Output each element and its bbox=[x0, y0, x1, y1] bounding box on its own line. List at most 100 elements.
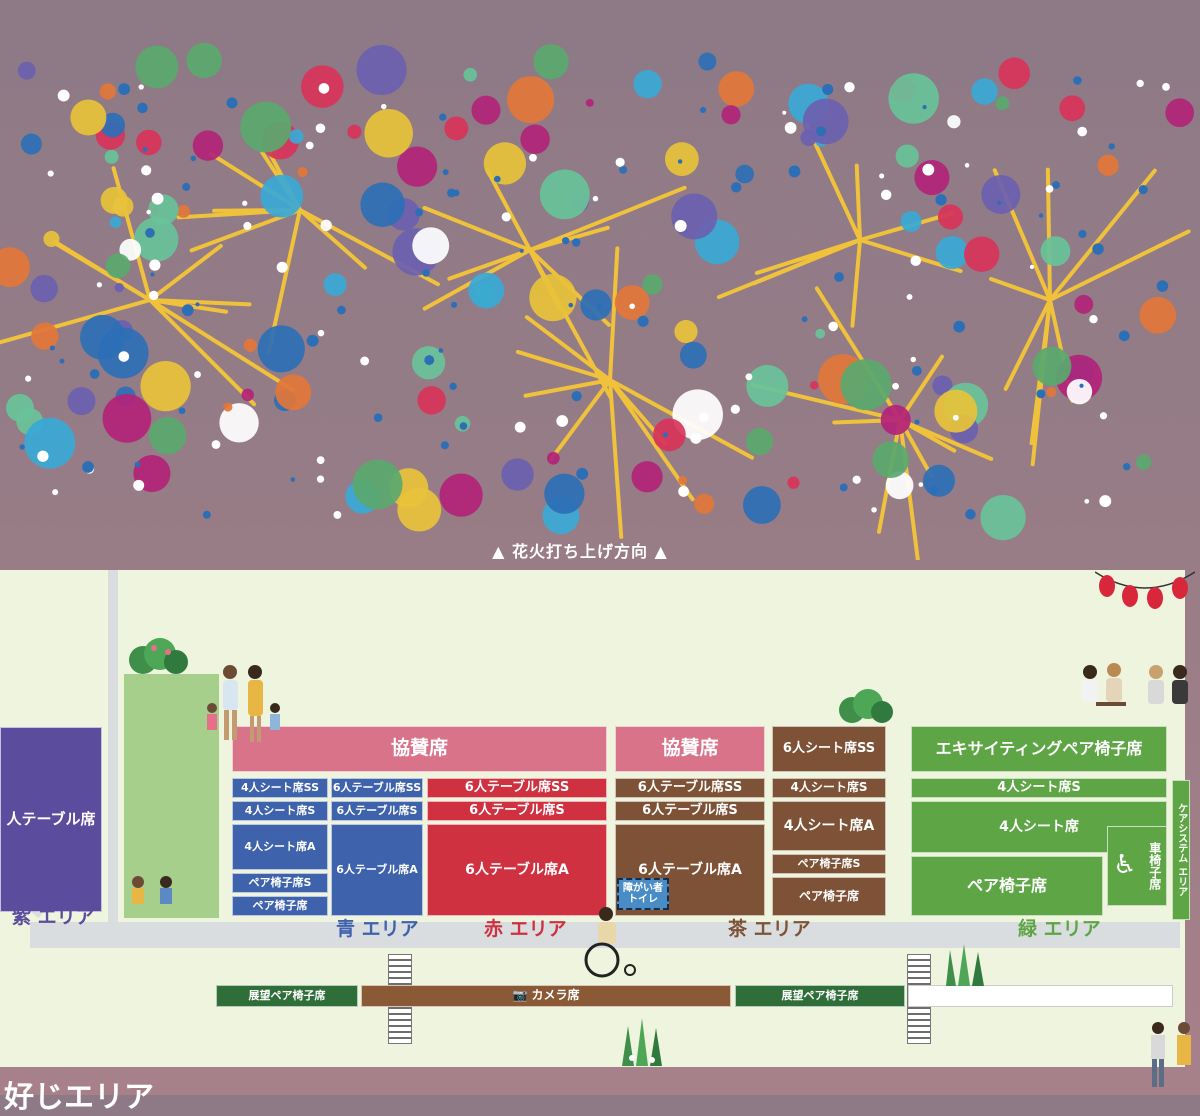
firework-spark bbox=[318, 83, 330, 94]
blue-table-ss[interactable]: 6人テーブル席SS bbox=[331, 778, 423, 798]
view-pair-seats-right[interactable]: 展望ペア椅子席 bbox=[735, 985, 905, 1007]
firework-spark bbox=[1099, 495, 1112, 508]
firework-burst bbox=[745, 427, 774, 456]
firework-spark bbox=[424, 355, 435, 366]
firework-spark bbox=[1099, 412, 1108, 420]
firework-direction-label: ▲ 花火打ち上げ方向 ▲ bbox=[492, 542, 668, 561]
firework-ray bbox=[854, 163, 862, 242]
firework-spark bbox=[922, 163, 935, 176]
firework-spark bbox=[151, 192, 164, 205]
firework-spark bbox=[674, 220, 687, 232]
firework-burst bbox=[900, 210, 922, 232]
firework-burst bbox=[439, 473, 483, 517]
brown-sheet-s[interactable]: 4人シート席S bbox=[772, 778, 886, 798]
firework-spark bbox=[784, 121, 797, 134]
firework-spark bbox=[1079, 383, 1084, 388]
camera-seats[interactable]: 📷 カメラ席 bbox=[361, 985, 731, 1007]
firework-burst bbox=[642, 274, 663, 295]
blue-seat-s[interactable]: 4人シート席S bbox=[232, 801, 328, 821]
firework-burst bbox=[947, 115, 961, 129]
brown-pair-s[interactable]: ペア椅子席S bbox=[772, 854, 886, 874]
firework-spark bbox=[49, 345, 55, 351]
camera-label: カメラ席 bbox=[531, 988, 580, 1003]
firework-spark bbox=[89, 369, 100, 379]
brown-sheet-a[interactable]: 4人シート席A bbox=[772, 801, 886, 851]
firework-burst bbox=[840, 359, 892, 411]
green-sheet-s[interactable]: 4人シート席S bbox=[911, 778, 1167, 798]
firework-spark bbox=[910, 255, 921, 267]
red-table-s[interactable]: 6人テーブル席S bbox=[427, 801, 607, 821]
firework-burst bbox=[698, 52, 717, 71]
purple-table-seats[interactable]: 人テーブル席 bbox=[0, 727, 102, 912]
green-pair[interactable]: ペア椅子席 bbox=[911, 856, 1103, 916]
firework-spark bbox=[194, 371, 201, 378]
sponsor-seats-right[interactable]: 協賛席 bbox=[615, 726, 765, 772]
brown-sheet-ss[interactable]: 6人シート席SS bbox=[772, 726, 886, 772]
firework-spark bbox=[133, 479, 145, 491]
blue-seat-a[interactable]: 4人シート席A bbox=[232, 824, 328, 870]
green-seat-label: 4人シート席 bbox=[999, 818, 1079, 835]
firework-burst bbox=[507, 76, 555, 124]
firework-ray bbox=[988, 276, 1052, 302]
firework-burst bbox=[971, 78, 998, 105]
firework-burst bbox=[468, 272, 505, 309]
firework-burst bbox=[694, 493, 715, 514]
firework-spark bbox=[952, 414, 959, 421]
blue-seat-ss[interactable]: 4人シート席SS bbox=[232, 778, 328, 798]
sponsor-seats-left[interactable]: 協賛席 bbox=[232, 726, 607, 772]
firework-burst bbox=[1066, 378, 1093, 405]
accessible-toilet[interactable]: 障がい者 トイレ bbox=[617, 878, 669, 910]
red-table-ss[interactable]: 6人テーブル席SS bbox=[427, 778, 607, 798]
blue-table-s[interactable]: 6人テーブル席S bbox=[331, 801, 423, 821]
firework-spark bbox=[243, 221, 252, 231]
firework-spark bbox=[182, 182, 191, 191]
firework-burst bbox=[20, 133, 42, 155]
firework-ray bbox=[898, 354, 945, 422]
firework-burst bbox=[718, 71, 755, 107]
firework-burst bbox=[501, 458, 534, 491]
firework-spark bbox=[442, 169, 449, 176]
firework-burst bbox=[787, 476, 800, 489]
firework-spark bbox=[801, 316, 808, 323]
firework-burst bbox=[320, 219, 332, 232]
view-pair-seats-left[interactable]: 展望ペア椅子席 bbox=[216, 985, 358, 1007]
firework-ray bbox=[422, 205, 532, 252]
firework-spark bbox=[19, 444, 25, 450]
blue-pair-s[interactable]: ペア椅子席S bbox=[232, 873, 328, 893]
empty-bottom-segment bbox=[908, 985, 1173, 1007]
firework-burst bbox=[417, 386, 446, 415]
firework-burst bbox=[140, 360, 191, 412]
lantern-string-icon bbox=[1095, 571, 1195, 609]
brown-seat-label: 4人シート席A bbox=[783, 817, 875, 834]
firework-burst bbox=[112, 195, 134, 217]
firework-burst bbox=[546, 451, 560, 465]
firework-spark bbox=[333, 511, 342, 519]
firework-burst bbox=[809, 381, 819, 390]
firework-spark bbox=[662, 432, 669, 438]
firework-burst bbox=[119, 238, 142, 261]
firework-spark bbox=[592, 195, 599, 202]
firework-spark bbox=[822, 83, 834, 95]
blue-table-a[interactable]: 6人テーブル席A bbox=[331, 824, 423, 916]
brown-pair[interactable]: ペア椅子席 bbox=[772, 877, 886, 916]
firework-burst bbox=[1097, 154, 1119, 176]
firework-spark bbox=[59, 358, 65, 364]
blue-pair[interactable]: ペア椅子席 bbox=[232, 896, 328, 916]
firework-spark bbox=[1138, 184, 1148, 195]
firework-burst bbox=[260, 174, 304, 218]
care-system-area[interactable]: ケアシステム エリア bbox=[1172, 780, 1190, 920]
firework-burst bbox=[964, 236, 1000, 272]
bottom-partial-area-label: 好じエリア bbox=[4, 1080, 154, 1115]
brown-area-label: 茶 エリア bbox=[728, 918, 811, 940]
brown-table-s[interactable]: 6人テーブル席S bbox=[615, 801, 765, 821]
firework-burst bbox=[671, 193, 718, 240]
green-exciting-pair[interactable]: エキサイティングペア椅子席 bbox=[911, 726, 1167, 772]
firework-burst bbox=[223, 402, 233, 412]
firework-spark bbox=[839, 483, 848, 492]
firework-spark bbox=[556, 415, 569, 427]
red-table-a[interactable]: 6人テーブル席A bbox=[427, 824, 607, 916]
brown-table-ss[interactable]: 6人テーブル席SS bbox=[615, 778, 765, 798]
firework-spark bbox=[57, 89, 70, 102]
firework-burst bbox=[148, 416, 187, 455]
wheelchair-seats[interactable]: ♿ 車椅子席 bbox=[1107, 826, 1167, 906]
